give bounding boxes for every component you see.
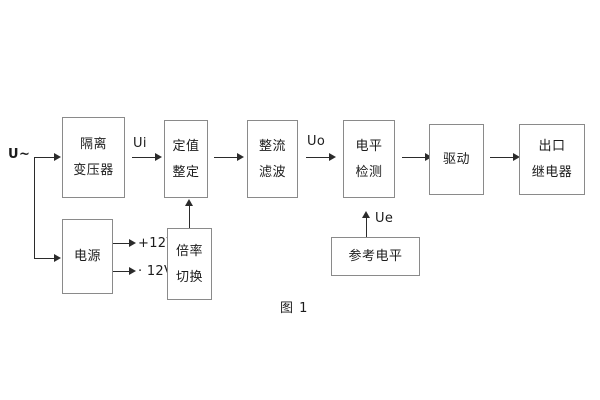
multiplier-to-setpoint-arrowhead bbox=[185, 199, 193, 206]
multiplier-to-setpoint-line bbox=[189, 206, 190, 228]
block-level-detect-line2: 检测 bbox=[355, 164, 383, 180]
input-to-power-supply-arrowhead bbox=[54, 254, 61, 262]
block-rectifier-filter-line1: 整流 bbox=[258, 138, 286, 154]
block-setpoint-adjust-line2: 整定 bbox=[172, 164, 200, 180]
block-rectifier-filter-line2: 滤波 bbox=[258, 164, 286, 180]
power-rail-positive-arrowhead bbox=[129, 239, 136, 247]
power-rail-positive-line bbox=[113, 243, 130, 244]
driver-to-output-relay-arrowhead bbox=[513, 153, 520, 161]
reference-to-level-detect-arrowhead bbox=[362, 211, 370, 218]
block-isolation-transformer[interactable]: 隔离 变压器 bbox=[62, 117, 125, 198]
block-output-relay[interactable]: 出口 继电器 bbox=[519, 124, 585, 195]
input-branch-vertical-line bbox=[34, 157, 35, 258]
block-power-supply[interactable]: 电源 bbox=[62, 219, 113, 294]
input-to-transformer-arrowhead bbox=[54, 153, 61, 161]
block-multiplier-switch-line1: 倍率 bbox=[175, 243, 203, 259]
setpoint-to-rectifier-arrowhead bbox=[237, 153, 244, 161]
signal-label-ue: Ue bbox=[375, 211, 394, 226]
figure-caption: 图 1 bbox=[280, 301, 309, 316]
rectifier-to-level-detect-arrowhead bbox=[329, 153, 336, 161]
level-detect-to-driver-arrowhead bbox=[425, 153, 432, 161]
driver-to-output-relay-line bbox=[490, 157, 514, 158]
block-rectifier-filter[interactable]: 整流 滤波 bbox=[247, 120, 298, 198]
block-multiplier-switch[interactable]: 倍率 切换 bbox=[167, 228, 212, 300]
signal-label-ui: Ui bbox=[133, 136, 147, 151]
block-isolation-transformer-line1: 隔离 bbox=[79, 137, 107, 152]
block-power-supply-line1: 电源 bbox=[73, 249, 101, 264]
signal-label-uo: Uo bbox=[307, 134, 326, 149]
voltage-label-positive: +12V bbox=[138, 236, 176, 251]
level-detect-to-driver-line bbox=[402, 157, 426, 158]
block-reference-level-line1: 参考电平 bbox=[348, 249, 403, 264]
block-level-detect-line1: 电平 bbox=[355, 138, 383, 154]
block-output-relay-line1: 出口 bbox=[538, 139, 566, 154]
input-to-transformer-line bbox=[34, 157, 55, 158]
block-setpoint-adjust-line1: 定值 bbox=[172, 138, 200, 154]
reference-to-level-detect-line bbox=[366, 218, 367, 237]
transformer-to-setpoint-line bbox=[132, 157, 156, 158]
block-multiplier-switch-line2: 切换 bbox=[175, 269, 203, 285]
block-setpoint-adjust[interactable]: 定值 整定 bbox=[164, 120, 208, 198]
input-source-label: U~ bbox=[8, 147, 31, 162]
block-isolation-transformer-line2: 变压器 bbox=[73, 163, 114, 178]
power-rail-negative-arrowhead bbox=[129, 267, 136, 275]
block-driver[interactable]: 驱动 bbox=[429, 124, 484, 195]
power-rail-negative-line bbox=[113, 271, 130, 272]
block-output-relay-line2: 继电器 bbox=[531, 165, 573, 180]
input-to-power-supply-line bbox=[34, 258, 55, 259]
block-driver-line1: 驱动 bbox=[442, 152, 470, 167]
rectifier-to-level-detect-line bbox=[306, 157, 330, 158]
block-level-detect[interactable]: 电平 检测 bbox=[343, 120, 395, 198]
setpoint-to-rectifier-line bbox=[214, 157, 238, 158]
block-reference-level[interactable]: 参考电平 bbox=[331, 237, 420, 276]
transformer-to-setpoint-arrowhead bbox=[155, 153, 162, 161]
voltage-label-negative: · 12V bbox=[138, 264, 174, 279]
